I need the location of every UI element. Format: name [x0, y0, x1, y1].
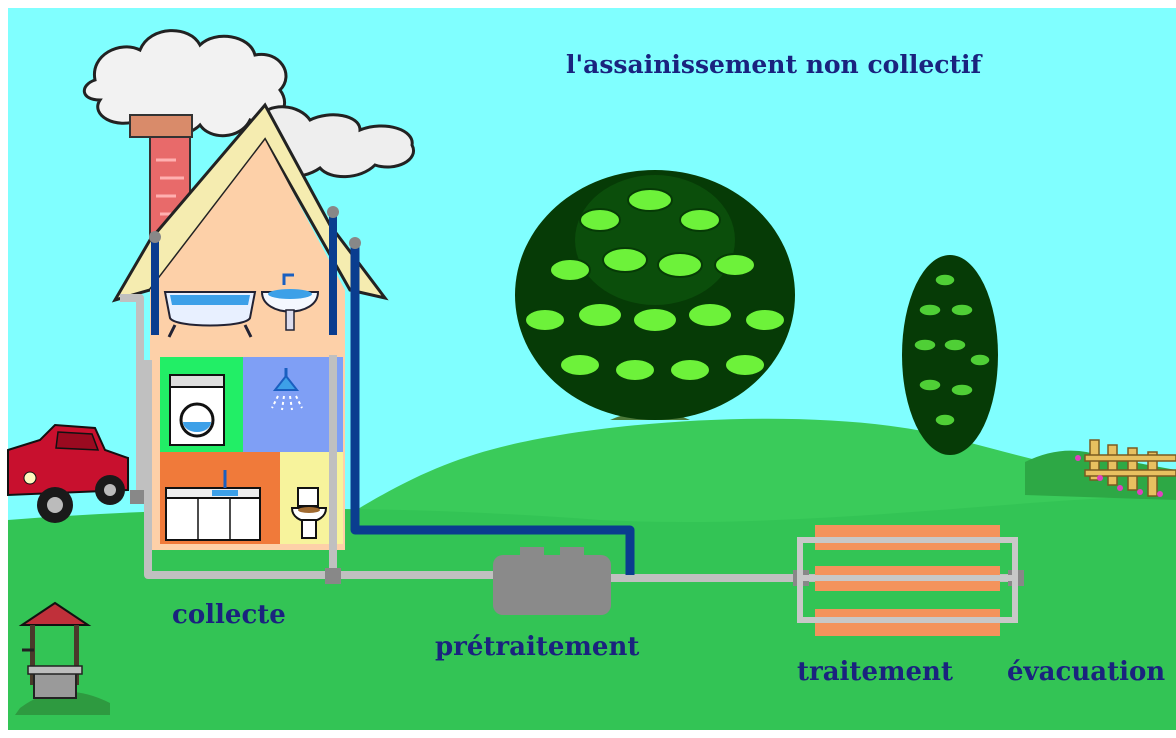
- large-tree-icon: [515, 170, 795, 420]
- stage-label-evacuation: évacuation: [1007, 657, 1166, 687]
- washing-machine-icon: [169, 374, 225, 446]
- drain-field: [797, 525, 1018, 636]
- bathtub-icon: [163, 291, 257, 338]
- small-tree-icon: [902, 255, 998, 455]
- stage-label-collecte: collecte: [172, 600, 286, 630]
- septic-tank-icon: [493, 547, 611, 615]
- car-icon: [7, 423, 129, 523]
- kitchen-cabinet-icon: [165, 470, 261, 541]
- well-icon: [15, 601, 110, 715]
- page-title: l'assainissement non collectif: [566, 50, 982, 79]
- room-shower: [243, 357, 343, 452]
- stage-label-pretraitement: prétraitement: [435, 632, 640, 662]
- fence-icon: [1025, 439, 1176, 500]
- shower-head-icon: [271, 368, 303, 411]
- stage-label-traitement: traitement: [797, 657, 953, 687]
- toilet-icon: [290, 487, 328, 539]
- sink-icon: [260, 273, 320, 331]
